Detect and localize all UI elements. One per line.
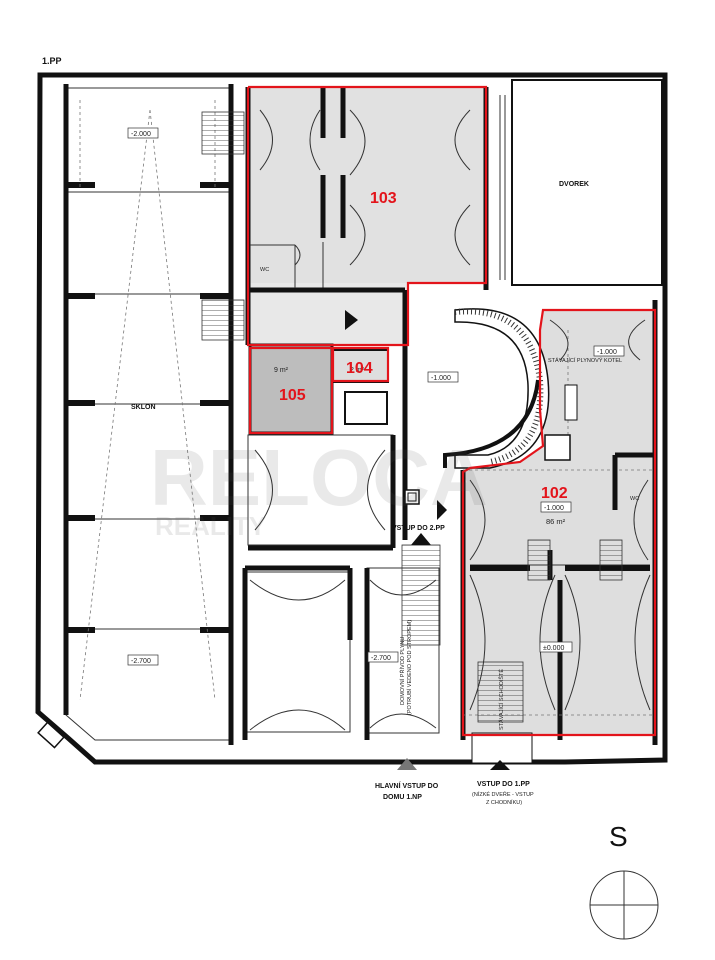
unit-number-105: 105 xyxy=(279,387,306,404)
unit-area-102: 86 m² xyxy=(546,517,566,526)
room-labels: DVOREK SKLON WC WC STÁVAJÍCÍ PLYNOVÝ KOT… xyxy=(131,181,639,502)
level-marker: ±0.000 xyxy=(543,645,564,652)
unit-number-104: 104 xyxy=(346,360,373,377)
watermark-sub: REALITY xyxy=(155,511,266,541)
entrance-labels: VSTUP DO 2.PP HLAVNÍ VSTUP DO DOMU 1.NP … xyxy=(375,525,534,806)
unit-number-102: 102 xyxy=(541,485,568,502)
watermark-main: RELOCA xyxy=(150,433,488,522)
room-label-sklon: SKLON xyxy=(131,404,156,411)
room-label-kotel: STÁVAJÍCÍ PLYNOVÝ KOTEL xyxy=(548,357,622,364)
room-label-wc-102: WC xyxy=(630,496,639,502)
north-label: S xyxy=(609,821,628,852)
outer-walls xyxy=(35,72,668,765)
main-entrance-line2: DOMU 1.NP xyxy=(383,794,422,801)
main-entrance-line1: HLAVNÍ VSTUP DO xyxy=(375,781,439,790)
left-wing xyxy=(37,84,245,749)
entrance-note-1pp-line2: Z CHODNÍKU) xyxy=(486,799,522,806)
level-marker: -2.000 xyxy=(131,131,151,138)
stair-note: STÁVAJÍCÍ SCHODIŠTĚ xyxy=(497,669,505,730)
level-marker: -2.700 xyxy=(371,655,391,662)
entrance-note-1pp-line1: (NÍZKÉ DVEŘE - VSTUP xyxy=(472,790,534,798)
level-marker: -1.000 xyxy=(544,505,564,512)
level-marker: -2.700 xyxy=(131,658,151,665)
unit-number-103: 103 xyxy=(370,190,397,207)
gas-note-line2: (POTRUBÍ VEDENO POD STROPEM) xyxy=(406,620,413,715)
unit-area-105: 9 m² xyxy=(274,367,289,374)
level-marker: -1.000 xyxy=(431,375,451,382)
level-marker: -1.000 xyxy=(597,349,617,356)
unit-boundaries xyxy=(246,85,657,737)
unit-area-104: 2 m² xyxy=(350,367,365,374)
entrance-label-2pp: VSTUP DO 2.PP xyxy=(392,525,445,532)
watermark: RELOCA REALITY xyxy=(150,433,488,541)
level-markers: -2.000 -1.000 -1.000 -1.000 ±0.000 -2.70… xyxy=(127,127,625,666)
courtyard xyxy=(499,79,663,286)
north-indicator: S xyxy=(589,821,659,940)
entrance-label-1pp: VSTUP DO 1.PP xyxy=(477,781,530,788)
main-entrance-arrow xyxy=(397,758,417,770)
room-label-wc-103: WC xyxy=(260,267,269,273)
unit-labels: 103 2 m² 104 9 m² 105 102 86 m² xyxy=(274,190,568,526)
unit-fills xyxy=(248,87,655,735)
room-label-dvorek: DVOREK xyxy=(559,181,589,188)
annotations: DOMOVNÍ PŘÍVOD PLYNU (POTRUBÍ VEDENO POD… xyxy=(398,620,505,730)
floor-label: 1.PP xyxy=(42,56,62,66)
gas-note-line1: DOMOVNÍ PŘÍVOD PLYNU xyxy=(398,637,406,705)
